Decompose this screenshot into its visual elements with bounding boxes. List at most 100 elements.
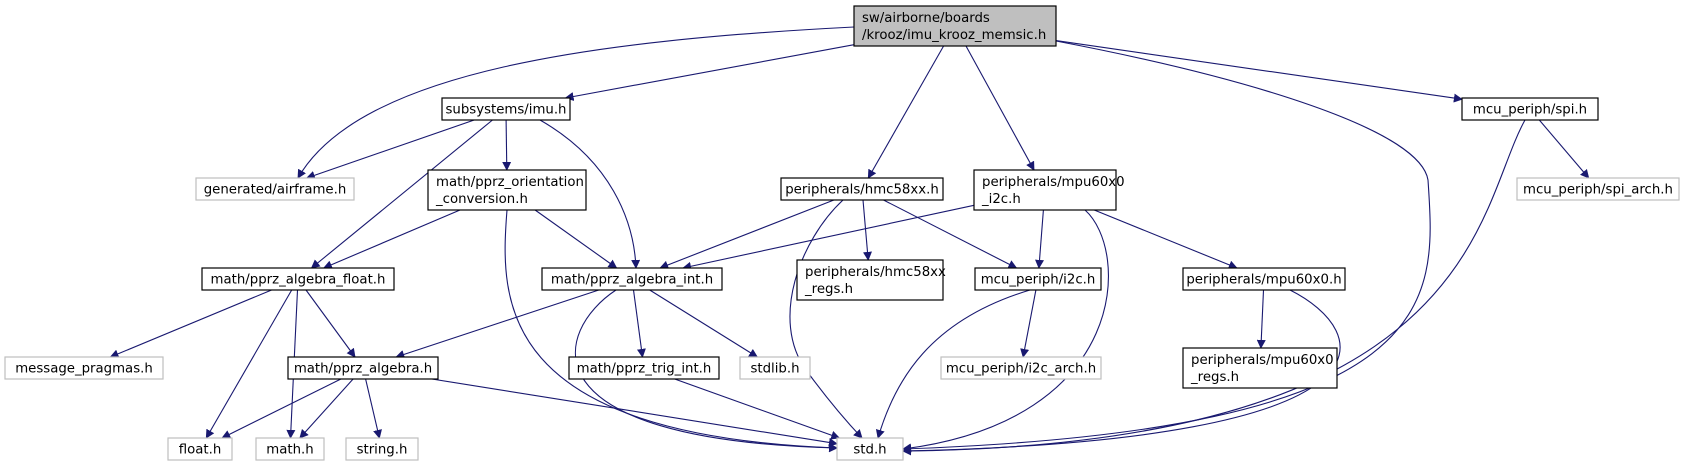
node-spi[interactable]: mcu_periph/spi.h: [1461, 97, 1599, 121]
edge-path: [867, 45, 945, 179]
edge-mpui2c-to-std: [902, 209, 1109, 453]
node-box: [780, 177, 944, 201]
edge-algebra-to-std: [431, 378, 838, 447]
node-box: [167, 437, 233, 461]
edge-mpui2c-to-i2c: [1035, 209, 1045, 269]
edge-path: [659, 199, 835, 270]
edge-path: [395, 289, 599, 359]
edge-path: [205, 289, 293, 439]
edge-path: [305, 119, 475, 180]
node-mpu[interactable]: peripherals/mpu60x0.h: [1182, 267, 1346, 291]
edge-imu-to-aint: [539, 119, 641, 269]
edge-path: [1538, 119, 1590, 179]
node-i2carch: mcu_periph/i2c_arch.h: [940, 356, 1102, 380]
edge-mpui2c-to-aint: [682, 204, 975, 271]
node-stdlib: stdlib.h: [739, 356, 811, 380]
node-label: std.h: [853, 443, 886, 458]
node-label: peripherals/hmc58xx.h: [785, 183, 939, 198]
node-box: [853, 5, 1057, 47]
node-root[interactable]: sw/airborne/boards/krooz/imu_krooz_memsi…: [853, 5, 1057, 47]
node-label: peripherals/hmc58xx: [805, 265, 946, 280]
node-mpui2c[interactable]: peripherals/mpu60x0 _i2c.h: [973, 169, 1125, 211]
edge-path: [431, 378, 838, 447]
node-label: mcu_periph/spi.h: [1473, 103, 1587, 118]
node-box: [739, 356, 811, 380]
edge-aint-to-trig: [632, 289, 646, 358]
node-label: _regs.h: [804, 282, 853, 297]
edge-path: [1256, 289, 1266, 349]
node-box: [568, 356, 720, 380]
node-label: peripherals/mpu60x0: [982, 175, 1125, 190]
node-afloat[interactable]: math/pprz_algebra_float.h: [201, 267, 395, 291]
nodes-layer: sw/airborne/boards/krooz/imu_krooz_memsi…: [4, 5, 1680, 461]
edge-i2c-to-std: [875, 289, 1031, 439]
node-std: std.h: [836, 437, 904, 461]
edge-path: [305, 289, 356, 358]
node-label: mcu_periph/spi_arch.h: [1523, 183, 1673, 198]
edge-path: [299, 378, 354, 439]
edge-path: [682, 204, 975, 271]
edge-path: [574, 289, 838, 453]
node-msgprag: message_pragmas.h: [4, 356, 164, 380]
edge-path: [632, 289, 646, 358]
edge-hmc-to-hmcregs: [862, 199, 872, 261]
edge-hmc-to-std: [789, 199, 863, 439]
node-box: [195, 177, 355, 201]
edge-root-to-spi: [1055, 40, 1463, 103]
node-label: _regs.h: [1190, 370, 1239, 385]
node-aint[interactable]: math/pprz_algebra_int.h: [541, 267, 723, 291]
edge-path: [1020, 289, 1037, 358]
node-orient[interactable]: math/pprz_orientation_conversion.h: [427, 169, 587, 211]
edge-imu-to-airframe: [305, 119, 475, 180]
node-label: math.h: [266, 443, 313, 458]
edge-trig-to-std: [674, 378, 841, 440]
edge-afloat-to-float: [205, 289, 293, 439]
edge-root-to-hmc: [867, 45, 945, 179]
node-airframe: generated/airframe.h: [195, 177, 355, 201]
node-trig[interactable]: math/pprz_trig_int.h: [568, 356, 720, 380]
node-i2c[interactable]: mcu_periph/i2c.h: [974, 267, 1102, 291]
node-label: mcu_periph/i2c.h: [981, 273, 1096, 288]
edge-root-to-mpui2c: [965, 45, 1035, 171]
edge-hmc-to-i2c: [883, 199, 1018, 269]
node-mpuregs[interactable]: peripherals/mpu60x0_regs.h: [1182, 347, 1338, 389]
edge-orient-to-afloat: [322, 209, 461, 269]
edge-path: [902, 209, 1109, 453]
node-label: string.h: [357, 443, 408, 458]
node-box: [836, 437, 904, 461]
node-box: [974, 267, 1102, 291]
edge-algebra-to-string: [365, 378, 382, 439]
edge-path: [902, 40, 1431, 454]
edge-path: [862, 199, 872, 261]
edge-path: [297, 26, 855, 179]
node-string: string.h: [345, 437, 419, 461]
edge-algebra-to-math: [299, 378, 354, 439]
edge-orient-to-std: [504, 209, 838, 453]
edge-imu-to-afloat: [310, 119, 493, 269]
edge-aint-to-stdlib: [649, 289, 759, 358]
edge-algebra-to-float: [221, 378, 342, 439]
edge-root-to-imu: [564, 44, 855, 101]
edge-path: [109, 289, 272, 359]
node-spiarch: mcu_periph/spi_arch.h: [1516, 177, 1680, 201]
node-box: [541, 267, 723, 291]
edge-path: [221, 378, 342, 439]
node-label: _conversion.h: [435, 192, 528, 207]
node-box: [441, 97, 571, 121]
edge-spi-to-std: [902, 119, 1526, 456]
node-label: peripherals/mpu60x0.h: [1186, 273, 1341, 288]
node-imu[interactable]: subsystems/imu.h: [441, 97, 571, 121]
edges-layer: [109, 26, 1590, 456]
edge-path: [564, 44, 855, 101]
node-hmc[interactable]: peripherals/hmc58xx.h: [780, 177, 944, 201]
node-hmcregs[interactable]: peripherals/hmc58xx _regs.h: [796, 259, 946, 301]
node-box: [1182, 267, 1346, 291]
edge-root-to-std: [902, 40, 1431, 454]
node-algebra[interactable]: math/pprz_algebra.h: [287, 356, 439, 380]
edge-orient-to-aint: [534, 209, 618, 269]
node-box: [1461, 97, 1599, 121]
node-label: sw/airborne/boards: [862, 11, 990, 26]
node-box: [796, 259, 944, 301]
node-label: _i2c.h: [981, 192, 1021, 207]
